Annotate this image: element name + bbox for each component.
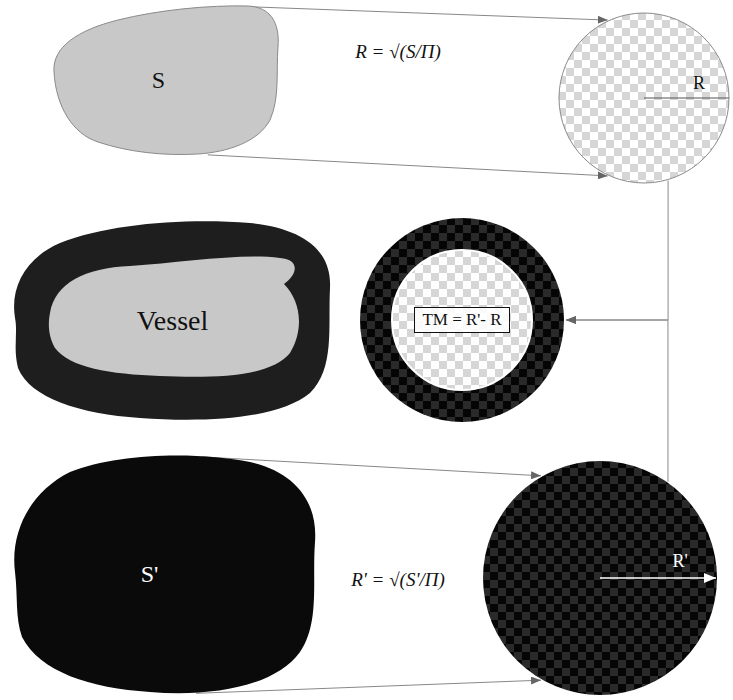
vessel-wall (14, 221, 330, 420)
radius-formula: R = √(S/Π) (355, 41, 441, 64)
radius-line (644, 97, 729, 98)
shape-outline (558, 12, 730, 184)
circle-outline (559, 13, 729, 183)
circle-outline (483, 461, 717, 695)
shape-outline (482, 460, 718, 696)
ring-outer (360, 218, 564, 422)
vessel-lumen (49, 257, 299, 377)
wall-ring: TM = R'- R (359, 217, 565, 423)
shape-outline (10, 452, 320, 697)
radius-symbol: R (693, 74, 705, 94)
label-anchor: R' = √(S'/Π) (351, 569, 445, 592)
thickness-formula: TM = R'- R (414, 307, 509, 334)
equivalent-circle-outer: R' (482, 460, 718, 696)
connector-line (566, 320, 668, 482)
area-symbol: S' (141, 561, 159, 587)
equivalent-circle: R (558, 12, 730, 184)
label-anchor: R = √(S/Π) (355, 41, 441, 64)
area-blob: S (48, 2, 283, 158)
area-symbol: S (152, 67, 165, 93)
connector-line (208, 155, 608, 176)
connector-line (566, 181, 668, 320)
radius-arrow (600, 577, 716, 579)
radius-symbol: R' (673, 552, 688, 572)
area-blob-outer: S' (10, 452, 320, 697)
blob-outline (14, 455, 315, 693)
shape-outline (48, 2, 283, 158)
radius-formula: R' = √(S'/Π) (351, 569, 445, 592)
vessel-name: Vessel (137, 306, 209, 337)
blob-outline (54, 6, 278, 155)
ring-inner (392, 250, 532, 390)
vessel-cross-section: Vessel (10, 218, 335, 424)
connector-line (248, 7, 608, 20)
